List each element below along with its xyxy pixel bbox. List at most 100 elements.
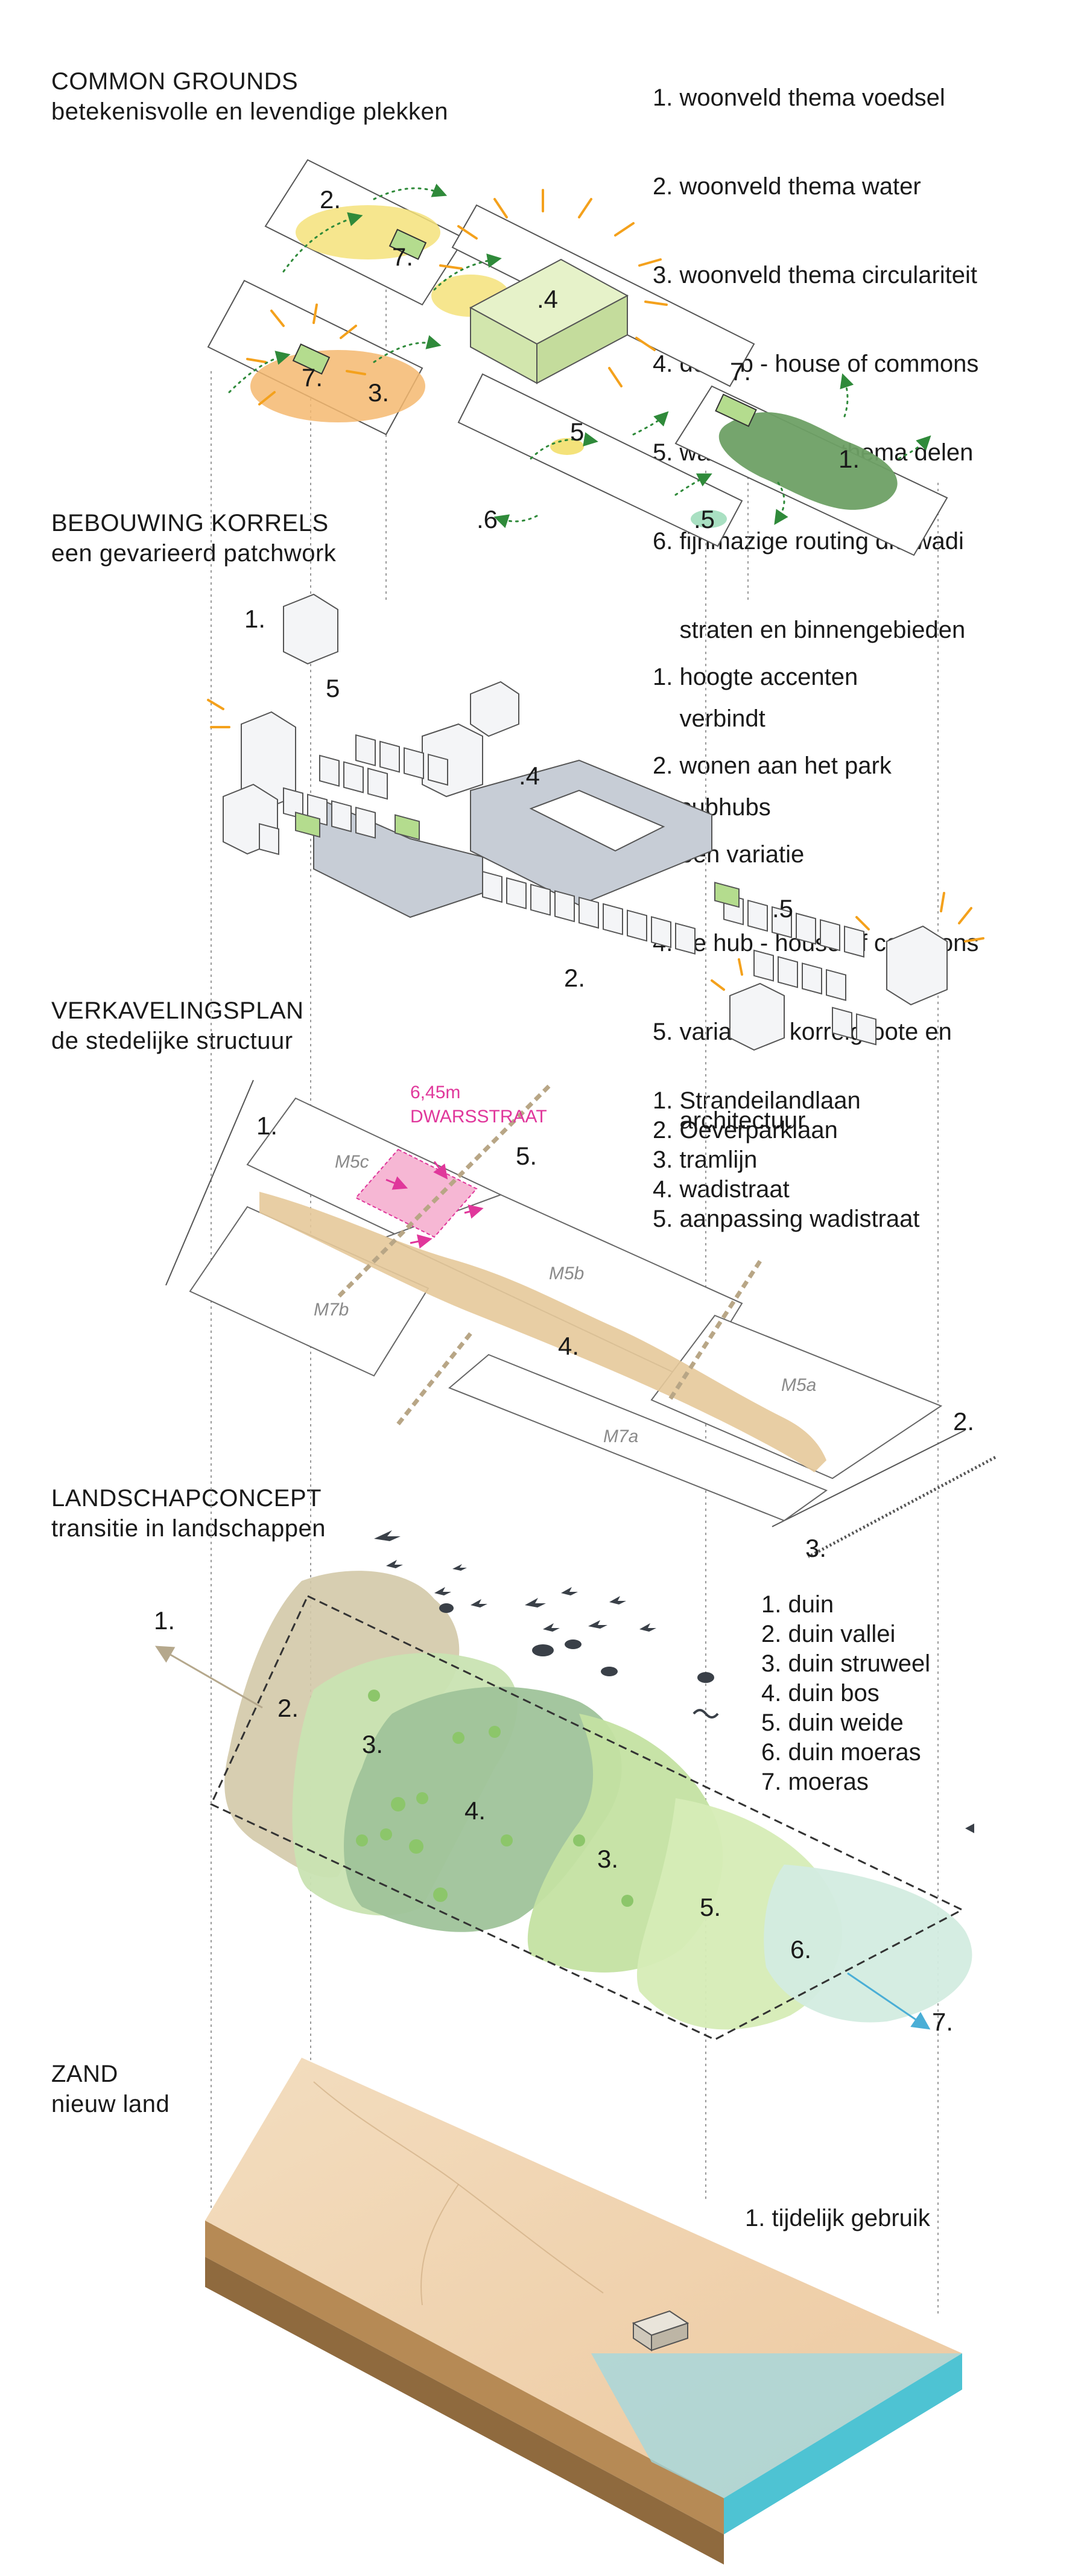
- bebouwing-layer: [207, 593, 984, 1051]
- zand-layer: [205, 2058, 962, 2565]
- section-title: LANDSCHAPCONCEPT: [51, 1485, 322, 1512]
- legend-item: verbindt: [653, 705, 765, 732]
- label: 3.: [597, 1845, 618, 1873]
- subhub-box: [388, 229, 427, 260]
- label: 3.: [368, 378, 389, 407]
- bird-icon: [543, 1623, 560, 1632]
- legend-zand: 1. tijdelijk gebruik: [745, 2204, 930, 2233]
- wadi-pocket-mint: [691, 510, 727, 528]
- plot-outline: [457, 373, 743, 547]
- bird-icon: [639, 1623, 656, 1632]
- legend-item: 2. woonveld thema water: [653, 173, 921, 200]
- bird-icon: [434, 1587, 451, 1595]
- label: 4.: [464, 1796, 486, 1825]
- legend-item: straten en binnengebieden: [653, 617, 966, 643]
- label: .4: [537, 285, 558, 313]
- fish-icon: [917, 1824, 974, 1833]
- heading-landschap: LANDSCHAPCONCEPT transitie in landschapp…: [51, 1483, 326, 1544]
- legend-item: 7. moeras: [761, 1769, 869, 1795]
- heading-zand: ZAND nieuw land: [51, 2059, 170, 2119]
- label: .6: [477, 505, 498, 533]
- legend-item: 1. tijdelijk gebruik: [745, 2205, 930, 2231]
- section-subtitle: transitie in landschappen: [51, 1515, 326, 1542]
- label: 7.: [730, 357, 751, 386]
- duin-moeras-zone: [764, 1865, 972, 2023]
- label: 1.: [244, 605, 265, 633]
- duin-arrow: [155, 1646, 263, 1709]
- label: 2.: [564, 964, 585, 992]
- bird-icon: [386, 1560, 403, 1568]
- row-houses: [259, 734, 876, 1046]
- burst-subhub: [246, 304, 366, 405]
- label: 2.: [277, 1694, 299, 1722]
- animal-icon: [532, 1644, 554, 1656]
- label: 5: [570, 418, 584, 446]
- section-title: ZAND: [51, 2061, 118, 2087]
- label: .4: [519, 762, 540, 790]
- label: 5.: [516, 1142, 537, 1170]
- verkaveling-layer: M5c M5b M7b M7a M5a 6,45m DWARSSTRAAT 1.…: [165, 1080, 997, 1562]
- subhub-box: [715, 393, 757, 427]
- bird-icon: [374, 1530, 401, 1541]
- dwarsstraat-highlight: [355, 1148, 478, 1238]
- building-block: [283, 593, 338, 665]
- temporary-structure-icon: [632, 2310, 689, 2352]
- legend-item: 4. duin bos: [761, 1680, 880, 1706]
- snake-icon: [693, 1709, 719, 1719]
- tramlijn-line: [807, 1455, 997, 1559]
- label: 2.: [320, 185, 341, 214]
- woonveld-circulariteit-blob: [250, 350, 425, 422]
- subhub-green-blocks: [295, 812, 740, 908]
- legend-item: 1. woonveld thema voedsel: [653, 84, 945, 111]
- plot-label: M5c: [335, 1152, 369, 1172]
- label: 1.: [838, 445, 860, 473]
- sand-side-left: [205, 2221, 724, 2534]
- oeverparklaan-line: [772, 1430, 966, 1527]
- tree-dots: [356, 1690, 633, 1907]
- label: .5: [694, 505, 715, 533]
- subhub-box: [292, 343, 331, 375]
- legend-item: 1. duin: [761, 1591, 834, 1618]
- legend-item: 2. duin vallei: [761, 1621, 896, 1647]
- plot-M7a: [448, 1353, 828, 1522]
- section-title: COMMON GROUNDS: [51, 68, 299, 95]
- legend-bebouwing: 1. hoogte accenten 2. wonen aan het park…: [653, 603, 978, 1195]
- bird-icon: [471, 1599, 487, 1608]
- label: .5: [772, 894, 793, 923]
- section-title: BEBOUWING KORRELS: [51, 510, 329, 536]
- heading-verkaveling: VERKAVELINGSPLAN de stedelijke structuur: [51, 996, 304, 1056]
- heading-bebouwing: BEBOUWING KORRELS een gevarieerd patchwo…: [51, 508, 336, 568]
- legend-item: 5. duin weide: [761, 1709, 904, 1736]
- woonveld-voedsel-blob: [718, 412, 898, 510]
- sand-side-left-base: [205, 2257, 724, 2565]
- bird-icon: [439, 1603, 454, 1613]
- section-subtitle: de stedelijke structuur: [51, 1028, 293, 1054]
- label: 6.: [790, 1935, 811, 1964]
- site-boundary-dashed: [210, 1594, 965, 2041]
- label: 1.: [154, 1606, 175, 1635]
- legend-item: 6. fijnmazige routing die wadi: [653, 528, 964, 555]
- legend-item: 3. duin struweel: [761, 1650, 931, 1677]
- label: 4.: [558, 1332, 579, 1360]
- legend-item: 4. wadistraat: [653, 1176, 790, 1203]
- hub-box-right: [536, 294, 628, 384]
- legend-landschap: 1. duin 2. duin vallei 3. duin struweel …: [761, 1590, 930, 1797]
- section-subtitle: betekenisvolle en levendige plekken: [51, 98, 448, 125]
- plot-label: M7b: [314, 1300, 349, 1320]
- animal-icon: [697, 1672, 714, 1683]
- moeras-arrow: [847, 1972, 931, 2030]
- label: 7.: [302, 363, 323, 392]
- label: 5.: [700, 1893, 721, 1921]
- landschap-layer: 1. 2. 3. 4. 3. 5. 6. 7.: [154, 1530, 974, 2041]
- building-block: [729, 982, 785, 1051]
- bebouwing-labels: 1. 5 .4 .5 2.: [244, 605, 793, 992]
- animal-silhouettes: [374, 1530, 974, 1833]
- legend-item: architectuur: [653, 1107, 806, 1134]
- burst-bebouwing: [207, 699, 984, 991]
- pink-arrows: [385, 1161, 484, 1249]
- common-grounds-layer: 2. 7. .4 7. 3. 7. 1. 5 .6 .5: [207, 159, 948, 556]
- building-block-hub-court: [529, 789, 665, 852]
- legend-item: 6. duin moeras: [761, 1739, 921, 1766]
